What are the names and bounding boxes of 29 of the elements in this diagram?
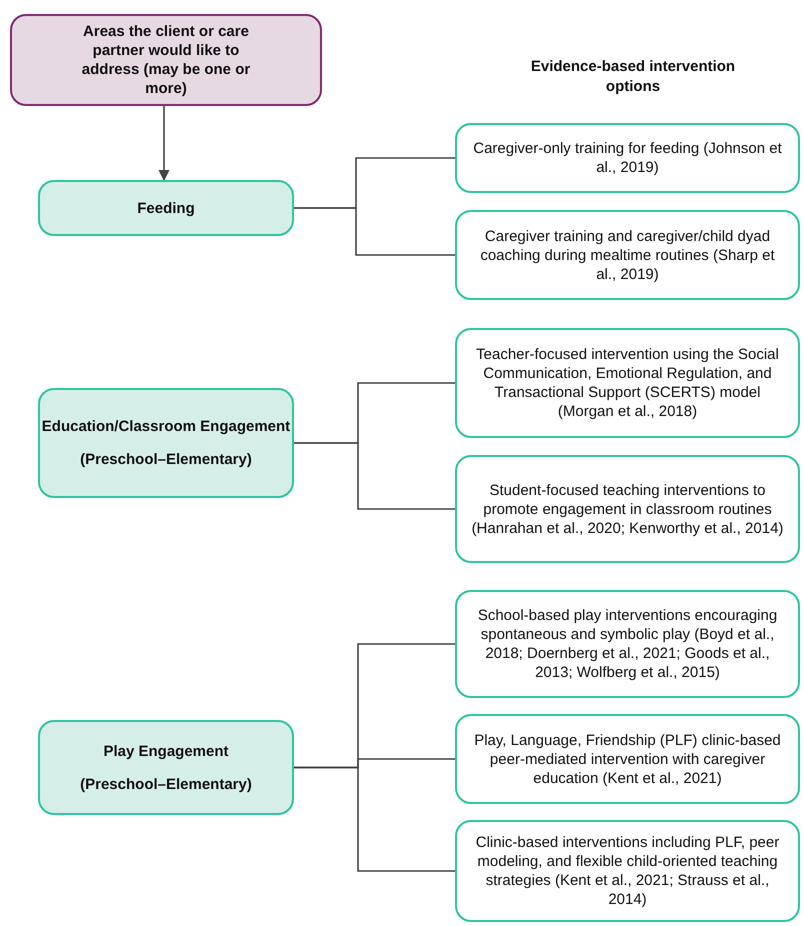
node-text: Play Engagement <box>103 742 229 760</box>
node-text: School-based play interventions encouraging spontaneous and symbolic play (Boyd et al., 2018; Doernberg et al., 2021; Goods et al., 2013; Wolfberg et al., 2015) <box>476 606 778 682</box>
connector-line <box>294 442 455 510</box>
option-box <box>455 590 800 698</box>
option-box <box>455 123 800 193</box>
node-text: Areas the client or care partner would like to address (may be one or more) <box>80 22 252 98</box>
node-text: Education/Classroom Engagement <box>42 417 290 436</box>
start-box <box>10 14 322 106</box>
node-text: Teacher-focused intervention using the Social Communication, Emotional Regulation, and Transactional Support (SCERTS) model (Morgan et al., 2018) <box>475 345 780 421</box>
area-box <box>38 180 294 236</box>
node-subtext: (Preschool–Elementary) <box>80 450 252 469</box>
option-box <box>455 820 800 922</box>
node-text: Clinic-based interventions including PLF, peer modeling, and flexible child-oriented teaching strategies (Kent et al., 2021; Strauss et al., 2014) <box>474 833 780 909</box>
arrow <box>158 106 170 182</box>
option-box <box>455 455 800 563</box>
node-text: Student-focused teaching interventions to promote engagement in classroom routines (Hanrahan et al., 2020; Kenworthy et al., 2014) <box>471 480 784 538</box>
node-text: Caregiver-only training for feeding (Johnson et al., 2019) <box>472 139 783 177</box>
option-box <box>455 714 800 804</box>
node-text: Play, Language, Friendship (PLF) clinic-based peer-mediated intervention with caregiver education (Kent et al., 2021) <box>473 730 782 788</box>
column-heading: Evidence-based intervention options <box>530 57 736 97</box>
area-box <box>38 720 294 815</box>
connector-line <box>294 207 455 256</box>
option-box <box>455 328 800 438</box>
area-box <box>38 388 294 498</box>
node-subtext: (Preschool–Elementary) <box>80 774 252 794</box>
option-box <box>455 210 800 300</box>
connector-line <box>294 766 455 872</box>
node-text: Caregiver training and caregiver/child dyad coaching during mealtime routines (Sharp et al., 2019) <box>479 226 776 284</box>
node-text: Feeding <box>137 198 195 218</box>
